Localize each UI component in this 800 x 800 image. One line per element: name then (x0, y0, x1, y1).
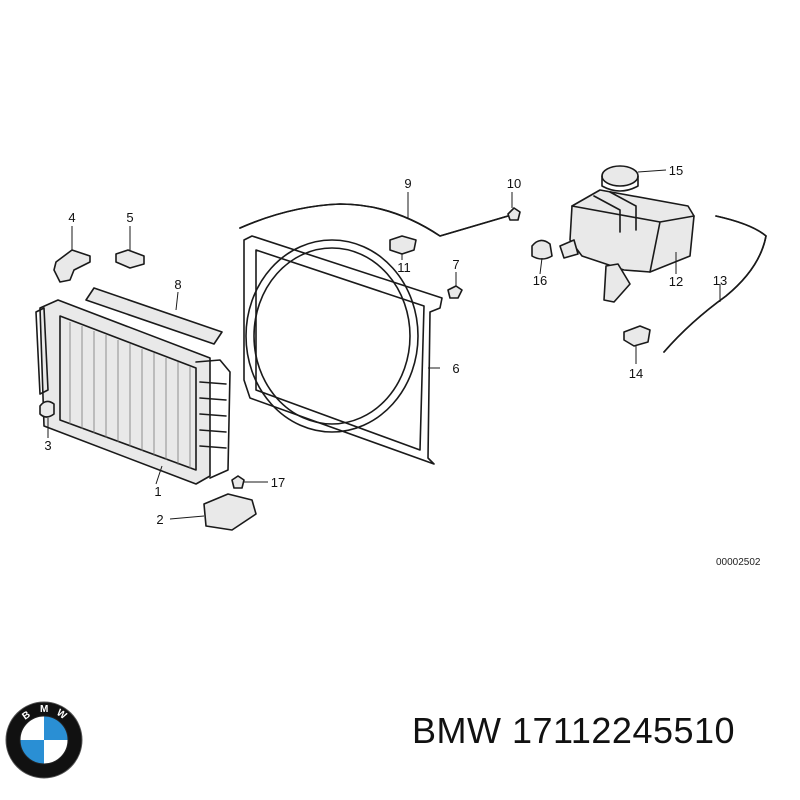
callout-2: 2 (156, 512, 163, 527)
vent-hose (239, 203, 509, 237)
expansion-tank (559, 189, 695, 303)
callout-13: 13 (713, 273, 727, 288)
bracket (53, 249, 91, 283)
nut (507, 207, 521, 221)
upper-air-duct (85, 287, 223, 345)
callout-5: 5 (126, 210, 133, 225)
bmw-logo: B M W (5, 701, 83, 779)
radiator (35, 299, 231, 485)
expansion-tank-cap (601, 165, 639, 192)
drain-plug (39, 400, 55, 418)
callout-10: 10 (507, 176, 521, 191)
clip (447, 285, 463, 299)
callout-1: 1 (154, 484, 161, 499)
leader-lines (47, 169, 721, 520)
callout-8: 8 (174, 277, 181, 292)
diagram-id: 00002502 (716, 557, 761, 568)
screw (231, 475, 245, 489)
callout-3: 3 (44, 438, 51, 453)
callout-12: 12 (669, 274, 683, 289)
brand-name: BMW (412, 710, 502, 751)
bmw-logo-letter-m: M (40, 704, 48, 715)
part-number: 17112245510 (512, 710, 736, 751)
hose-clamp (389, 235, 417, 255)
callout-7: 7 (452, 257, 459, 272)
rubber-mount (115, 249, 145, 269)
part-caption: BMW 17112245510 (412, 710, 735, 752)
callout-4: 4 (68, 210, 75, 225)
callout-14: 14 (629, 366, 643, 381)
callout-17: 17 (271, 475, 285, 490)
callout-16: 16 (533, 273, 547, 288)
callout-15: 15 (669, 163, 683, 178)
radiator-support (203, 493, 257, 531)
callout-6: 6 (452, 361, 459, 376)
screw-cap (531, 239, 553, 260)
hose-holder (623, 325, 651, 347)
fan-shroud (243, 235, 443, 465)
callout-9: 9 (404, 176, 411, 191)
callout-11: 11 (397, 260, 411, 275)
